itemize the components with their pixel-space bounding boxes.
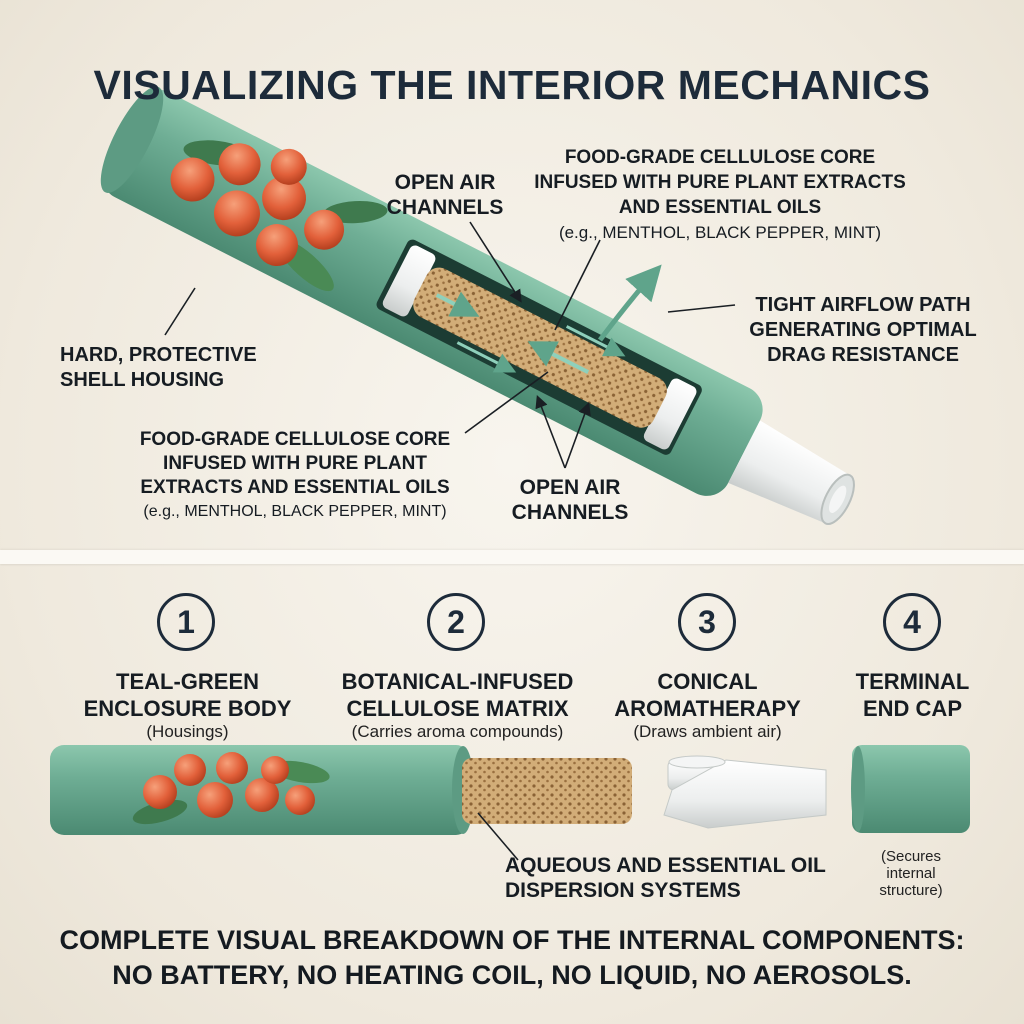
bottom-summary-line-2: NO BATTERY, NO HEATING COIL, NO LIQUID, … xyxy=(112,960,912,990)
assembled-device xyxy=(100,86,855,525)
callout-tight-airflow: TIGHT AIRFLOW PATH GENERATING OPTIMAL DR… xyxy=(749,294,977,366)
component-subtitle-3: (Draws ambient air) xyxy=(633,722,782,741)
section-divider xyxy=(0,550,1024,564)
component-title-4: TERMINAL END CAP xyxy=(855,669,970,721)
airflow-arrow xyxy=(598,264,662,342)
fruit-illustration xyxy=(170,140,388,292)
bottom-summary-line-1: COMPLETE VISUAL BREAKDOWN OF THE INTERNA… xyxy=(59,925,965,955)
callout-core-bottom: FOOD-GRADE CELLULOSE CORE INFUSED WITH P… xyxy=(139,429,451,520)
component-4-endcap xyxy=(851,745,970,833)
component-number-1: 1 xyxy=(157,593,215,651)
component-number-4: 4 xyxy=(883,593,941,651)
callout-open-air-bottom: OPEN AIR CHANNELS xyxy=(511,476,629,524)
component-3-cone xyxy=(663,755,827,829)
component-2-cellulose xyxy=(462,758,632,824)
component-1-body xyxy=(50,745,474,835)
component-subtitle-2: (Carries aroma compounds) xyxy=(351,722,564,741)
callout-shell-housing: HARD, PROTECTIVE SHELL HOUSING xyxy=(60,344,257,391)
dispersion-label: AQUEOUS AND ESSENTIAL OIL DISPERSION SYS… xyxy=(505,854,826,902)
callout-core-top: FOOD-GRADE CELLULOSE CORE INFUSED WITH P… xyxy=(534,147,906,242)
component-title-3: CONICAL AROMATHERAPY xyxy=(614,669,801,721)
end-cap-note: (Secures internal structure) xyxy=(879,848,943,899)
callout-open-air-top: OPEN AIR CHANNELS xyxy=(386,171,504,219)
component-title-1: TEAL-GREEN ENCLOSURE BODY xyxy=(83,669,292,721)
component-title-2: BOTANICAL-INFUSED CELLULOSE MATRIX xyxy=(341,669,574,721)
mouthpiece-cone xyxy=(728,420,850,524)
component-number-3: 3 xyxy=(678,593,736,651)
component-subtitle-1: (Housings) xyxy=(146,722,229,741)
component-number-2: 2 xyxy=(427,593,485,651)
page-title: VISUALIZING THE INTERIOR MECHANICS xyxy=(93,62,931,108)
